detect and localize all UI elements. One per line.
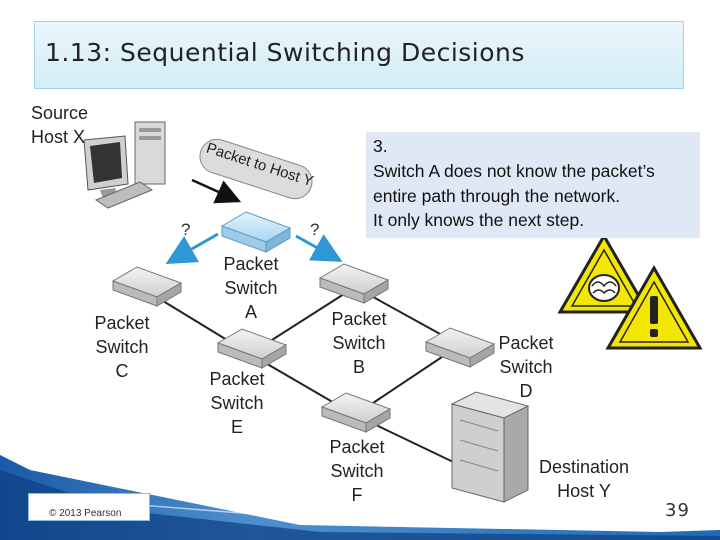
- switch-c-label: Packet Switch C: [94, 313, 150, 381]
- switch-d-label: Packet Switch D: [498, 333, 554, 401]
- note-line-1: Switch A does not know the packet’s: [373, 161, 655, 181]
- title-bar: 1.13: Sequential Switching Decisions: [34, 21, 684, 89]
- warning-exclamation-icon: [605, 264, 703, 350]
- copyright-box: © 2013 Pearson: [28, 493, 150, 521]
- packet-direction-arrow: [191, 178, 242, 204]
- switch-b-icon: [318, 263, 390, 304]
- switch-a-icon: [220, 211, 292, 253]
- page-number: 39: [665, 500, 690, 521]
- warning-brain-icon: [557, 233, 651, 314]
- slide-title: 1.13: Sequential Switching Decisions: [45, 38, 525, 67]
- left-question-mark: ?: [181, 220, 191, 239]
- source-host-label: Source Host X: [31, 103, 89, 147]
- switch-d-icon: [424, 327, 496, 368]
- switch-e-icon: [216, 328, 288, 369]
- note-line-3: It only knows the next step.: [373, 210, 585, 230]
- note-line-2: entire path through the network.: [373, 186, 621, 206]
- copyright-text: © 2013 Pearson: [49, 508, 122, 519]
- footer-band: [0, 455, 720, 540]
- switch-a-label: Packet Switch A: [223, 254, 279, 322]
- switch-e-label: Packet Switch E: [209, 369, 265, 437]
- link-lines: [144, 286, 471, 471]
- switch-f-icon: [320, 392, 392, 433]
- source-computer-icon: [83, 121, 166, 209]
- note-number: 3.: [373, 136, 388, 156]
- destination-host-label: Destination Host Y: [538, 457, 630, 501]
- packet-icon: [199, 138, 313, 200]
- right-choice-arrow: [295, 234, 343, 262]
- destination-server-icon: [450, 391, 530, 503]
- note-box: 3. Switch A does not know the packet’s e…: [366, 132, 700, 238]
- switch-f-label: Packet Switch F: [329, 437, 385, 505]
- right-question-mark: ?: [310, 220, 320, 239]
- switch-c-icon: [111, 266, 183, 307]
- switch-b-label: Packet Switch B: [331, 309, 387, 377]
- left-choice-arrow: [165, 232, 219, 264]
